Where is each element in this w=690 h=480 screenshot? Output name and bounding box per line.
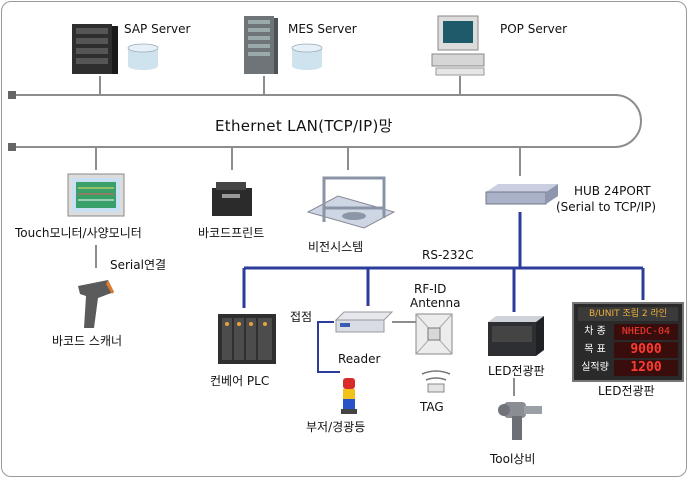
vision-system-icon	[306, 176, 396, 229]
tag-label: TAG	[420, 400, 444, 414]
sap-server-icon	[72, 24, 118, 74]
conveyor-plc-icon	[218, 314, 276, 364]
led-board-1-icon	[488, 316, 544, 356]
lan-bus	[12, 94, 642, 148]
led-row-label: 실적량	[581, 362, 609, 373]
lan-label: Ethernet LAN(TCP/IP)망	[215, 117, 393, 135]
mes-server-icon	[244, 16, 278, 74]
warning-lamp-icon	[341, 378, 357, 414]
serial-connection-label: Serial연결	[110, 258, 167, 272]
hub-icon	[485, 184, 558, 205]
led-board-1-label: LED전광판	[488, 364, 545, 378]
rfid-tag-icon	[421, 370, 451, 393]
rfid-antenna-icon	[415, 313, 453, 355]
touch-monitor-label: Touch모니터/사양모니터	[15, 226, 142, 240]
mes-server-label: MES Server	[288, 22, 357, 36]
led-row-value: 1200	[614, 360, 678, 376]
tool-label: Tool상비	[490, 452, 536, 466]
led-row-value: 9000	[614, 342, 678, 358]
pop-server-label: POP Server	[500, 22, 568, 36]
rfid-reader-icon	[334, 311, 394, 333]
barcode-printer-label: 바코드프린트	[198, 226, 265, 240]
vision-system-label: 비전시스템	[308, 240, 364, 254]
barcode-scanner-icon	[78, 280, 114, 328]
led-row-value: NHEDC-04	[614, 324, 678, 340]
sap-server-label: SAP Server	[124, 22, 191, 36]
rfid-label-line2: Antenna	[410, 296, 461, 310]
hub-label-line1: HUB 24PORT	[574, 184, 651, 198]
barcode-printer-icon	[212, 182, 252, 216]
sap-database-icon	[127, 43, 159, 70]
buzzer-lamp-label: 부저/경광등	[306, 420, 366, 434]
rfid-label-line1: RF-ID	[414, 282, 447, 296]
lan-terminator-top	[8, 91, 16, 99]
conveyor-plc-label: 컨베어 PLC	[210, 374, 270, 388]
mes-database-icon	[291, 43, 323, 70]
led-board-2-label: LED전광판	[598, 384, 655, 398]
led-row-label: 차 종	[584, 326, 606, 337]
led-display-header: B/UNIT 조립 2 라인	[578, 307, 678, 321]
tool-icon	[498, 402, 542, 440]
contact-label: 접점	[290, 310, 313, 324]
pop-workstation-icon	[431, 15, 485, 76]
led-row-label: 목 표	[584, 344, 606, 355]
barcode-scanner-label: 바코드 스캐너	[52, 334, 123, 348]
led-board-2-display: B/UNIT 조립 2 라인 차 종 NHEDC-04 목 표 9000 실적량…	[572, 302, 684, 382]
reader-to-lamp	[317, 321, 340, 373]
hub-label-line2: (Serial to TCP/IP)	[556, 200, 657, 214]
reader-label: Reader	[338, 352, 381, 366]
touch-monitor-icon	[67, 173, 125, 217]
lan-terminator-bottom	[8, 143, 16, 151]
rs232-label: RS-232C	[422, 248, 474, 262]
